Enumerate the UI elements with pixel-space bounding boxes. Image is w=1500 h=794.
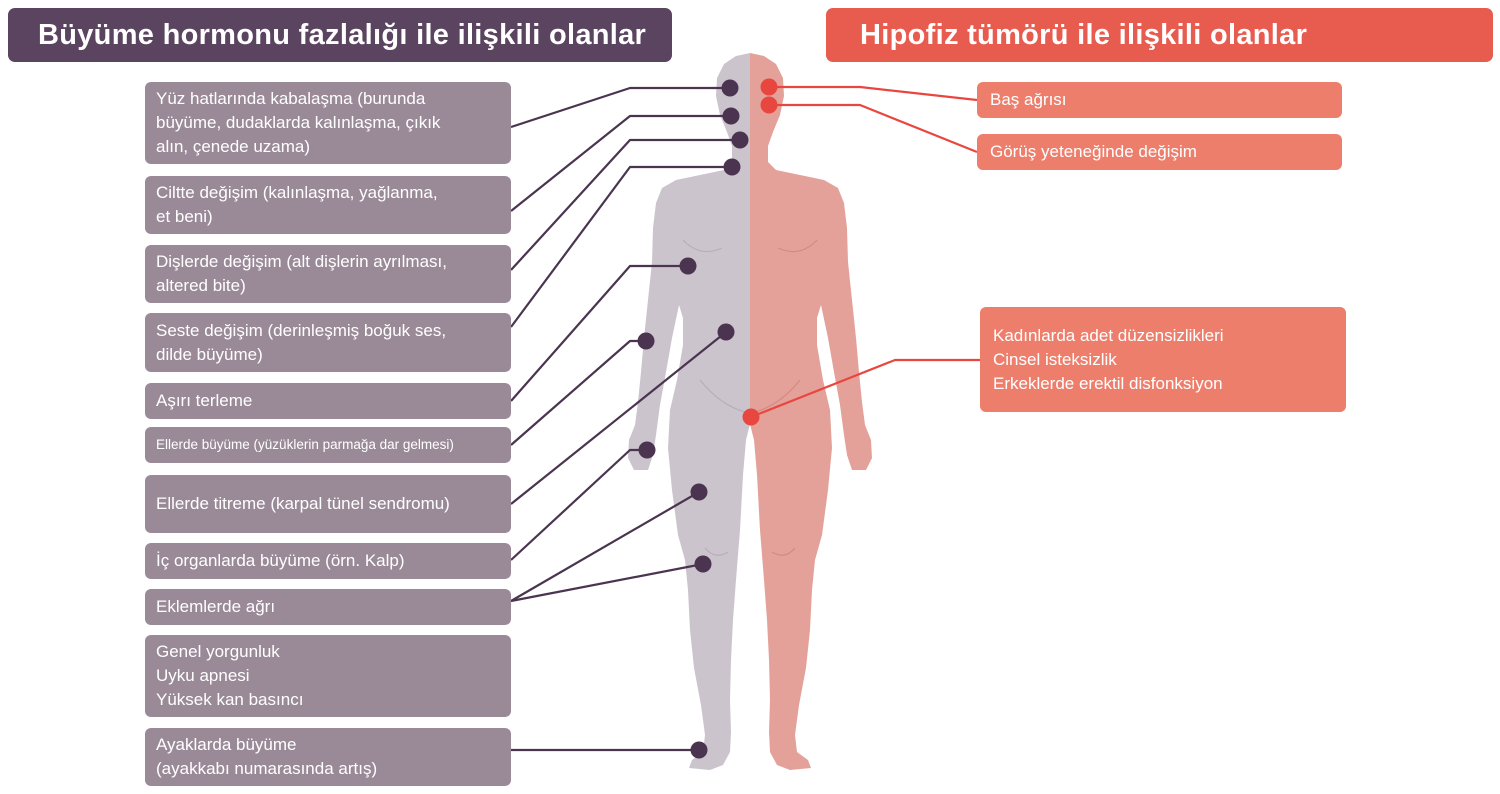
marker-terleme [679,257,697,275]
symptom-text: Ayaklarda büyüme [156,735,297,754]
symptom-text: dilde büyüme) [156,344,263,364]
symptom-markers [637,78,778,759]
marker-gorus [760,96,778,114]
connector-gorus [769,103,978,154]
symptom-text: Ciltte değişim (kalınlaşma, yağlanma, [156,183,438,202]
marker-eller-buyume [637,332,655,350]
marker-dis [731,131,749,149]
marker-eklem-1 [690,483,708,501]
knee-contour-left [704,547,729,556]
connector-eklem-1 [510,491,700,602]
symptom-text: alın, çenede uzama) [156,137,311,156]
symptom-text: (ayakkabı numarasında artış) [156,759,378,778]
symptom-text: Eklemlerde ağrı [156,597,276,616]
symptom-box-eller-titreme: Ellerde titreme (karpal tünel sendromu) [145,475,511,533]
symptom-text: Aşırı terleme [156,391,253,410]
symptom-text: büyüme, dudaklarda kalınlaşma, çıkık [156,113,441,132]
marker-bas [760,78,778,96]
knee-contour-right [771,547,796,556]
symptom-box-gorus: Görüş yeteneğinde değişim [977,134,1342,170]
symptom-box-bas: Baş ağrısı [977,82,1342,118]
header-pituitary-tumor: Hipofiz tümörü ile ilişkili olanlar [826,8,1493,62]
symptom-text: et beni) [156,207,213,226]
symptom-text: İç organlarda büyüme (örn. Kalp) [156,551,405,570]
symptom-box-eller-buyume: Ellerde büyüme (yüzüklerin parmağa dar g… [145,427,511,463]
connector-eller-buyume [510,339,646,446]
body-right-half [750,53,872,770]
symptom-text: Ellerde titreme (karpal tünel sendromu) [156,494,450,513]
marker-ses [723,158,741,176]
symptom-text: Baş ağrısı [990,90,1067,109]
symptom-text: Görüş yeteneğinde değişim [990,142,1197,161]
symptom-box-ayak: Ayaklarda büyüme (ayakkabı numarasında a… [145,728,511,786]
marker-yuz [721,79,739,97]
connector-ses [510,165,732,328]
symptom-text: Yüz hatlarında kabalaşma (burunda [156,89,426,108]
symptom-box-ureme: Kadınlarda adet düzensizlikleri Cinsel i… [980,307,1346,412]
symptom-box-dis: Dişlerde değişim (alt dişlerin ayrılması… [145,245,511,303]
symptom-text: altered bite) [156,276,246,295]
header-growth-hormone: Büyüme hormonu fazlalığı ile ilişkili ol… [8,8,672,62]
body-right-shape [750,53,872,770]
body-left-shape [628,53,750,770]
hip-contour-left [699,379,746,413]
symptom-box-terleme: Aşırı terleme [145,383,511,419]
body-left-half [628,53,750,770]
connector-terleme [510,264,688,402]
symptom-text: Genel yorgunluk [156,642,280,661]
symptom-box-cilt: Ciltte değişim (kalınlaşma, yağlanma, et… [145,176,511,234]
connector-cilt [510,114,731,212]
connector-bas [769,85,978,102]
connector-eller-titreme [510,331,727,505]
marker-eklem-2 [694,555,712,573]
connector-ureme [750,358,980,419]
marker-cilt [722,107,740,125]
symptom-box-ic-organ: İç organlarda büyüme (örn. Kalp) [145,543,511,579]
symptom-text: Dişlerde değişim (alt dişlerin ayrılması… [156,252,447,271]
symptom-text: Cinsel isteksizlik [993,349,1117,369]
symptom-box-genel: Genel yorgunluk Uyku apnesi Yüksek kan b… [145,635,511,717]
connector-eklem-2 [510,562,704,603]
symptom-text: Ellerde büyüme (yüzüklerin parmağa dar g… [156,437,454,452]
chest-contour-right [777,239,818,253]
hip-contour-right [754,379,801,413]
connector-ic-organ [510,448,647,561]
marker-ic-organ [638,441,656,459]
chest-contour-left [682,239,723,253]
connector-yuz [510,86,730,129]
symptom-box-yuz: Yüz hatlarında kabalaşma (burunda büyüme… [145,82,511,164]
symptom-box-ses: Seste değişim (derinleşmiş boğuk ses, di… [145,313,511,372]
symptom-box-eklem: Eklemlerde ağrı [145,589,511,625]
marker-ureme [742,408,760,426]
marker-ayak [690,741,708,759]
symptom-text: Erkeklerde erektil disfonksiyon [993,373,1223,393]
marker-eller-titreme [717,323,735,341]
symptom-text: Yüksek kan basıncı [156,690,304,709]
connector-dis [510,138,740,271]
symptom-text: Uyku apnesi [156,666,250,685]
symptom-text: Seste değişim (derinleşmiş boğuk ses, [156,320,447,340]
symptom-text: Kadınlarda adet düzensizlikleri [993,325,1224,345]
